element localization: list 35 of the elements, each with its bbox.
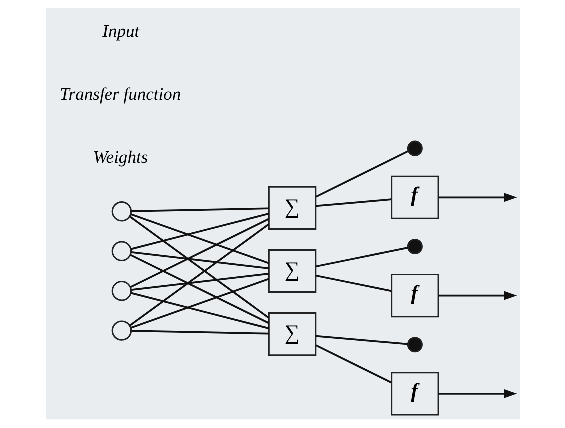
- node-dot: [406, 140, 422, 156]
- connector: [131, 251, 268, 270]
- node-box: ∑: [268, 186, 316, 230]
- connector: [130, 278, 269, 329]
- node-box: ∑: [268, 249, 316, 294]
- connector: [316, 247, 408, 268]
- node-dot: [406, 238, 422, 254]
- connector: [316, 274, 392, 292]
- node-box: f: [390, 176, 439, 220]
- label: Transfer function: [60, 84, 181, 104]
- connector: [315, 344, 392, 384]
- connector: [315, 150, 408, 198]
- connector: [130, 218, 269, 288]
- connector: [316, 335, 408, 346]
- connector: [130, 213, 269, 250]
- node-box: f: [390, 372, 439, 416]
- arrow: [438, 193, 517, 202]
- node-circle: [111, 241, 132, 262]
- connector: [130, 214, 269, 264]
- label: Weights: [92, 147, 148, 168]
- node-dot: [406, 337, 422, 353]
- connector: [131, 272, 268, 292]
- node-circle: [111, 320, 132, 341]
- connector: [131, 330, 268, 335]
- node-circle: [111, 281, 132, 302]
- label: Input: [102, 21, 140, 42]
- node-box: f: [390, 274, 439, 318]
- node-circle: [111, 202, 132, 222]
- arrow: [438, 291, 517, 300]
- connector: [130, 292, 269, 330]
- connector: [130, 254, 269, 324]
- connector: [131, 208, 268, 212]
- arrow: [438, 389, 517, 398]
- connector: [316, 198, 392, 208]
- node-box: ∑: [268, 312, 316, 356]
